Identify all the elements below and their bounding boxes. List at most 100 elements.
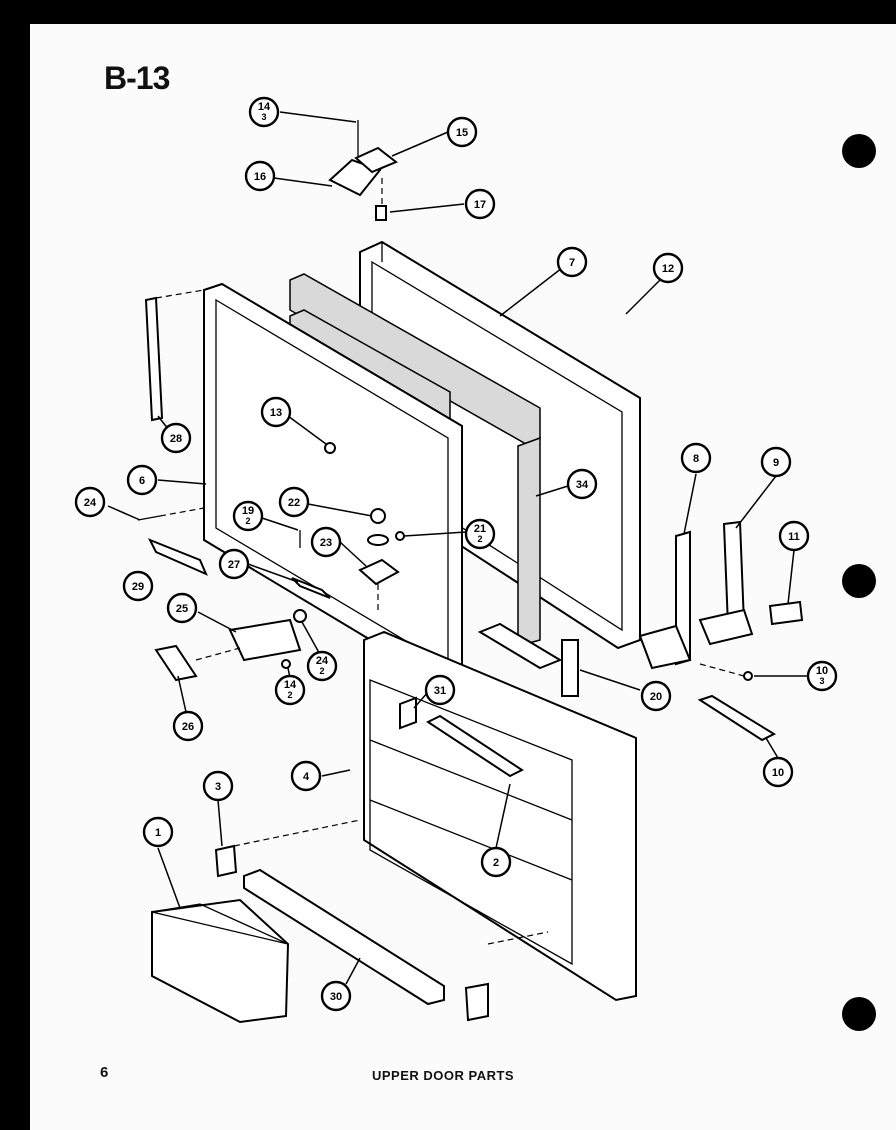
svg-text:1: 1: [155, 827, 161, 839]
callout-29: 29: [122, 570, 154, 602]
strip-part-29: [147, 538, 208, 576]
svg-text:24: 24: [316, 655, 329, 667]
callout-20: 20: [640, 680, 672, 712]
svg-text:8: 8: [693, 453, 699, 465]
svg-text:10: 10: [772, 767, 784, 779]
svg-text:31: 31: [434, 685, 446, 697]
svg-text:34: 34: [576, 479, 589, 491]
callout-31: 31: [424, 674, 456, 706]
hinge-pin-part-17: [375, 205, 387, 221]
svg-text:17: 17: [474, 199, 486, 211]
svg-text:14: 14: [284, 679, 297, 691]
clip-part-3: [214, 844, 238, 878]
callout-23: 23: [310, 526, 342, 558]
svg-text:7: 7: [569, 257, 575, 269]
callout-7: 7: [556, 246, 588, 278]
svg-text:21: 21: [474, 523, 486, 535]
callout-26: 26: [172, 710, 204, 742]
bottom-parts: [151, 819, 549, 1024]
svg-text:24: 24: [84, 497, 97, 509]
svg-text:15: 15: [456, 127, 468, 139]
svg-text:9: 9: [773, 457, 779, 469]
svg-text:2: 2: [493, 857, 499, 869]
block-part-23: [358, 558, 400, 586]
svg-text:14: 14: [258, 101, 271, 113]
bin-part-1: [151, 898, 290, 1024]
callout-14-2: 142: [274, 674, 306, 706]
callout-16: 16: [244, 160, 276, 192]
strip-part-30: [243, 868, 445, 1006]
door-liner-part-4: [363, 622, 637, 1002]
clip-part-31: [399, 696, 417, 730]
svg-text:16: 16: [254, 171, 266, 183]
binder-hole-middle: [842, 564, 876, 598]
callout-30: 30: [320, 980, 352, 1012]
callout-27: 27: [218, 548, 250, 580]
callout-2: 2: [480, 846, 512, 878]
svg-text:25: 25: [176, 603, 188, 615]
plug-part-13: [324, 442, 336, 454]
svg-text:29: 29: [132, 581, 144, 593]
callout-4: 4: [290, 760, 322, 792]
callout-24: 24: [74, 486, 106, 518]
svg-text:3: 3: [261, 112, 266, 122]
callout-28: 28: [160, 422, 192, 454]
bracket-part-20: [477, 622, 563, 670]
callout-15: 15: [446, 116, 478, 148]
callout-14-3: 143: [248, 96, 280, 128]
strip-part-34: [517, 436, 541, 647]
rail-part-2: [426, 714, 524, 778]
callout-1: 1: [142, 816, 174, 848]
svg-text:2: 2: [477, 534, 482, 544]
svg-text:10: 10: [816, 665, 828, 677]
svg-text:2: 2: [287, 690, 292, 700]
svg-text:19: 19: [242, 505, 254, 517]
svg-text:2: 2: [245, 516, 250, 526]
svg-text:12: 12: [662, 263, 674, 275]
callout-19-2: 192: [232, 500, 264, 532]
callout-3: 3: [202, 770, 234, 802]
svg-text:28: 28: [170, 433, 182, 445]
callout-11: 11: [778, 520, 810, 552]
svg-text:13: 13: [270, 407, 282, 419]
svg-text:27: 27: [228, 559, 240, 571]
svg-text:3: 3: [215, 781, 221, 793]
callout-12: 12: [652, 252, 684, 284]
svg-text:6: 6: [139, 475, 145, 487]
callout-22: 22: [278, 486, 310, 518]
svg-text:3: 3: [819, 676, 824, 686]
svg-text:23: 23: [320, 537, 332, 549]
callout-10: 10: [762, 756, 794, 788]
hinge-part-25: [228, 618, 302, 662]
svg-text:4: 4: [303, 771, 310, 783]
callout-17: 17: [464, 188, 496, 220]
strip-part-18: [697, 694, 777, 742]
callout-8: 8: [680, 442, 712, 474]
svg-text:30: 30: [330, 991, 342, 1003]
side-strip-part-28: [144, 296, 164, 422]
callout-13: 13: [260, 396, 292, 428]
callout-6: 6: [126, 464, 158, 496]
page-number: 6: [100, 1064, 109, 1081]
svg-text:22: 22: [288, 497, 300, 509]
callout-24-2: 242: [306, 650, 338, 682]
svg-text:26: 26: [182, 721, 194, 733]
center-hinge-parts: [324, 442, 405, 610]
callout-10-3: 103: [806, 660, 838, 692]
hinge-bracket-part-15: [354, 146, 398, 174]
right-brackets: [638, 520, 804, 742]
svg-text:2: 2: [319, 666, 324, 676]
callout-34: 34: [566, 468, 598, 500]
link-part-26: [154, 644, 198, 682]
page-caption: UPPER DOOR PARTS: [372, 1068, 515, 1083]
callout-21-2: 212: [464, 518, 496, 550]
left-hardware: [137, 507, 331, 682]
callout-9: 9: [760, 446, 792, 478]
svg-text:11: 11: [788, 531, 800, 543]
strip-part-11: [768, 600, 804, 626]
callout-25: 25: [166, 592, 198, 624]
page-title: B-13: [104, 60, 170, 96]
binder-hole-bottom: [842, 997, 876, 1031]
svg-text:20: 20: [650, 691, 662, 703]
